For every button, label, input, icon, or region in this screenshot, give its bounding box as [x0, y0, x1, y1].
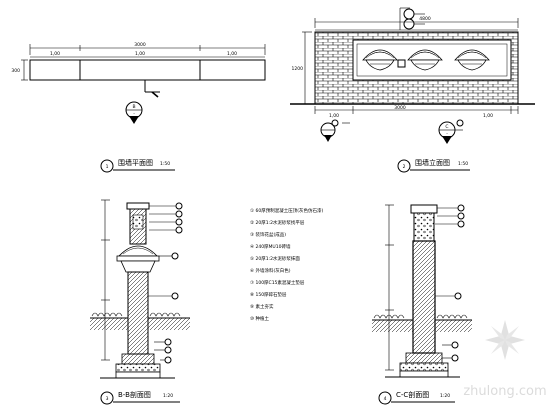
elevation-marker-sheet: - — [446, 132, 448, 137]
section-b-drawing-title: 3 B-B剖面图 1:20 — [100, 390, 180, 405]
note-1: ① 60厚预制混凝土压顶(灰色仿石漆) — [250, 207, 323, 214]
note-8: ⑧ 150厚碎石垫层 — [250, 291, 287, 298]
section-c-height-dimension — [385, 204, 394, 371]
section-b-title-name: B-B剖面图 — [118, 390, 151, 399]
elevation-title-scale: 1:50 — [458, 161, 468, 167]
note-10: ⑩ 种植土 — [250, 315, 269, 322]
elevation-axis-markers — [320, 119, 350, 142]
plan-title-scale: 1:50 — [160, 161, 170, 167]
elevation-bottom-total: 3000 — [394, 105, 406, 111]
section-c-title-number: 4 — [384, 396, 387, 402]
elevation-title-name: 围墙立面图 — [415, 158, 450, 167]
plan-right-dimension: 1,00 — [227, 51, 237, 57]
section-c-title-name: C-C剖面图 — [396, 390, 429, 399]
elevation-marker-number: C — [445, 124, 448, 130]
elevation-view: 4800 — [290, 7, 535, 173]
section-b-footing — [121, 353, 155, 365]
section-c-wall-body — [412, 240, 436, 354]
section-c-drawing-title: 4 C-C剖面图 1:20 — [378, 390, 455, 405]
elevation-top-dimension: 4800 — [314, 16, 519, 31]
section-b-view: 3 B-B剖面图 1:20 — [90, 199, 190, 405]
elevation-bottom-right: 1,00 — [483, 113, 493, 119]
section-c-footing — [405, 352, 443, 364]
section-c-gravel-bed — [399, 362, 449, 372]
section-b-gravel-bed — [115, 363, 161, 373]
section-b-callouts — [148, 202, 183, 364]
plan-marker-sheet: - — [133, 112, 135, 117]
elevation-section-marker-c: C - — [438, 119, 464, 144]
plan-height-dimension: 300 — [11, 59, 28, 81]
section-c-right-plants — [436, 314, 468, 319]
plan-middle-dimension: 1,00 — [135, 51, 145, 57]
section-b-wall-body — [127, 271, 149, 355]
plan-marker-number: B — [132, 104, 135, 110]
note-5: ⑤ 20厚1:2水泥砂浆抹面 — [250, 255, 300, 262]
section-b-title-number: 3 — [106, 396, 109, 402]
plan-total-dimension: 3000 — [134, 42, 146, 48]
plan-height-label: 300 — [11, 68, 20, 74]
plan-view: 3000 1,00 1,00 1,00 300 B - — [11, 42, 266, 173]
section-b-height-dimension — [101, 199, 110, 361]
plan-section-marker-b: B - — [125, 80, 160, 124]
plan-title-number: 1 — [106, 164, 109, 170]
plan-title-name: 围墙平面图 — [118, 158, 153, 167]
elevation-planter-3 — [454, 49, 490, 71]
elevation-index-callout — [399, 7, 425, 30]
elevation-height-dimension: 1200 — [292, 31, 312, 105]
plan-left-dimension: 1,00 — [50, 51, 60, 57]
elevation-height-label: 1200 — [292, 66, 304, 72]
note-7: ⑦ 100厚C15素混凝土垫层 — [250, 279, 305, 286]
section-b-left-plants — [91, 312, 123, 317]
elevation-planter-2 — [407, 49, 443, 71]
note-4: ④ 240厚MU10砖墙 — [250, 243, 291, 250]
section-c-view: 4 C-C剖面图 1:20 — [372, 204, 472, 405]
watermark: zhulong.com — [463, 320, 547, 399]
material-notes: ① 60厚预制混凝土压顶(灰色仿石漆) ② 20厚1:2水泥砂浆找平层 ③ 装饰… — [250, 207, 323, 322]
note-6: ⑥ 外墙涂料(灰白色) — [250, 267, 291, 274]
section-c-left-plants — [373, 314, 405, 319]
section-b-title-scale: 1:20 — [163, 393, 173, 399]
elevation-bottom-left: 1,00 — [329, 113, 339, 119]
section-c-callouts — [435, 204, 465, 362]
elevation-detail-callout-box — [397, 59, 406, 68]
elevation-bottom-dimension: 3000 1,00 1,00 — [314, 105, 519, 119]
elevation-title-number: 2 — [403, 164, 406, 170]
elevation-drawing-title: 2 围墙立面图 1:50 — [397, 158, 470, 173]
elevation-planter-1 — [362, 49, 398, 71]
note-9: ⑨ 素土夯实 — [250, 303, 274, 310]
plan-wall-outline — [29, 59, 266, 81]
section-c-upper-column — [413, 212, 435, 242]
elevation-top-total: 4800 — [419, 16, 431, 22]
watermark-logo-icon — [485, 320, 525, 360]
section-c-title-scale: 1:20 — [440, 393, 450, 399]
plan-top-dimension: 3000 1,00 1,00 1,00 — [29, 42, 266, 58]
plan-drawing-title: 1 围墙平面图 1:50 — [100, 158, 175, 173]
section-b-right-plants — [149, 312, 181, 317]
watermark-text: zhulong.com — [463, 384, 546, 399]
section-b-planter — [118, 245, 158, 257]
note-3: ③ 装饰花盆(成品) — [250, 231, 286, 238]
note-2: ② 20厚1:2水泥砂浆找平层 — [250, 219, 305, 226]
